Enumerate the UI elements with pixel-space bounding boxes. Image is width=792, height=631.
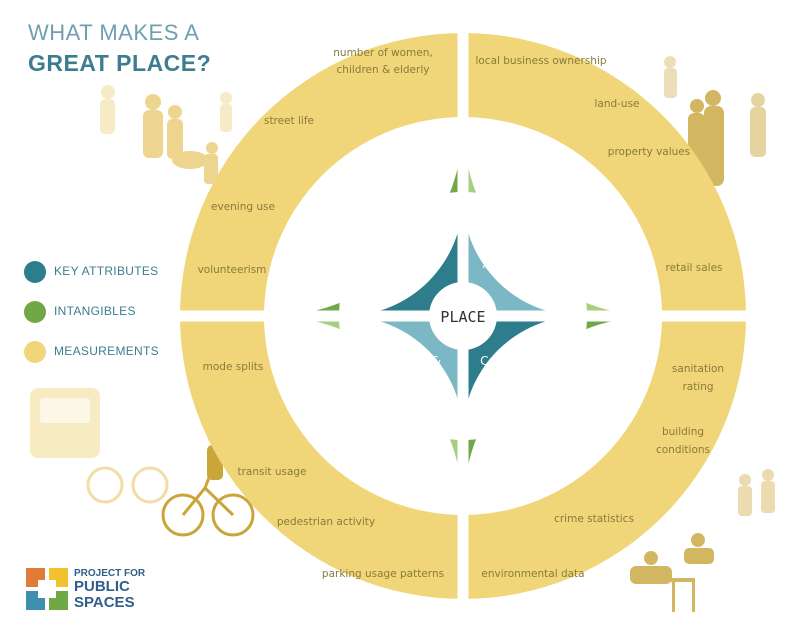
measurement-sociability-0-1: children & elderly bbox=[337, 64, 430, 76]
pps-logo-mark-icon bbox=[26, 568, 68, 610]
intangible-uses-activities-3: special bbox=[576, 229, 618, 243]
intangible-sociability-3: neighborly bbox=[296, 228, 360, 242]
key-attribute-label-sociability: Sociability bbox=[383, 251, 445, 265]
logo-text-line-2: PUBLIC bbox=[74, 578, 130, 595]
measurement-access-linkages-0-0: mode splits bbox=[203, 361, 264, 373]
legend-dot-intangibles bbox=[24, 301, 46, 323]
measurement-uses-activities-1-0: land-use bbox=[594, 98, 639, 110]
intangible-uses-activities-4: real bbox=[604, 263, 627, 277]
logo-text-line-3: SPACES bbox=[74, 594, 135, 611]
intangible-access-linkages-3: convenient bbox=[347, 455, 414, 469]
measurement-uses-activities-3-0: retail sales bbox=[665, 262, 722, 274]
intangible-sociability-1: stewardship bbox=[355, 154, 428, 168]
intangible-comfort-image-4: historic bbox=[481, 485, 525, 499]
intangible-access-linkages-4: accessible bbox=[383, 485, 445, 499]
legend-dot-measurements bbox=[24, 341, 46, 363]
logo-text-line-1: PROJECT FOR bbox=[74, 568, 146, 579]
people-sitting-icon bbox=[630, 469, 775, 612]
intangible-sociability-0: diverse bbox=[400, 128, 444, 142]
title-block: WHAT MAKES A GREAT PLACE? bbox=[28, 20, 211, 77]
intangible-access-linkages-1: connected bbox=[297, 387, 360, 401]
key-attribute-label-comfort-image-1: Comfort & bbox=[480, 354, 542, 368]
family-figures-icon bbox=[100, 85, 232, 184]
intangible-comfort-image-3: attractive bbox=[516, 455, 574, 469]
measurement-access-linkages-2-0: pedestrian activity bbox=[277, 516, 375, 528]
measurement-comfort-image-0-0: sanitation bbox=[672, 363, 724, 375]
intangible-uses-activities-0: active bbox=[482, 132, 518, 146]
measurement-sociability-2-0: evening use bbox=[211, 201, 275, 213]
measurement-access-linkages-1-0: transit usage bbox=[237, 466, 306, 478]
intangible-comfort-image-0: safe bbox=[605, 346, 630, 360]
center-circle bbox=[429, 282, 497, 350]
intangible-access-linkages-0: proximity bbox=[283, 347, 340, 361]
key-attribute-label-uses-activities-1: Uses & bbox=[492, 239, 534, 253]
measurement-comfort-image-3-0: environmental data bbox=[481, 568, 584, 580]
measurement-sociability-0-0: number of women, bbox=[333, 47, 432, 59]
title-line-2: GREAT PLACE? bbox=[28, 50, 212, 76]
measurement-comfort-image-2-0: crime statistics bbox=[554, 513, 634, 525]
key-attribute-uses-activities bbox=[463, 198, 581, 316]
legend-label-key-attributes: KEY ATTRIBUTES bbox=[54, 264, 159, 278]
intangible-access-linkages-2: walkable bbox=[324, 422, 377, 436]
center-label: PLACE bbox=[440, 308, 485, 326]
measurement-comfort-image-1-1: conditions bbox=[656, 444, 710, 456]
rings-group bbox=[178, 31, 748, 601]
measurement-comfort-image-0-1: rating bbox=[682, 381, 713, 393]
legend-label-measurements: MEASUREMENTS bbox=[54, 344, 159, 358]
measurement-sociability-3-0: volunteerism bbox=[198, 264, 267, 276]
pps-logo: PROJECT FOR PUBLIC SPACES bbox=[26, 568, 186, 618]
legend-label-intangibles: INTANGIBLES bbox=[54, 304, 136, 318]
bus-and-cyclist-icon bbox=[30, 388, 255, 537]
key-attribute-label-access-linkages-1: Access & bbox=[387, 354, 441, 368]
legend-dot-key-attributes bbox=[24, 261, 46, 283]
title-line-1: WHAT MAKES A bbox=[28, 20, 200, 45]
key-attribute-label-uses-activities-2: Activities bbox=[483, 257, 538, 271]
key-attribute-comfort-image bbox=[463, 316, 581, 434]
key-attribute-sociability bbox=[345, 198, 463, 316]
intangible-uses-activities-1: fun bbox=[535, 155, 554, 169]
intangible-sociability-2: cooperative bbox=[324, 186, 395, 200]
measurement-comfort-image-1-0: building bbox=[662, 426, 704, 438]
measurement-uses-activities-0-0: local business ownership bbox=[475, 55, 606, 67]
intangible-comfort-image-1: walkable bbox=[571, 386, 624, 400]
measurement-uses-activities-2-0: property values bbox=[608, 146, 690, 158]
measurement-sociability-1-0: street life bbox=[264, 115, 314, 127]
key-attribute-access-linkages bbox=[345, 316, 463, 434]
intangible-comfort-image-2: sittable bbox=[562, 421, 607, 435]
intangible-uses-activities-2: vital bbox=[565, 189, 591, 203]
key-attribute-label-comfort-image-2: Image bbox=[490, 373, 528, 387]
measurement-access-linkages-3-0: parking usage patterns bbox=[322, 568, 444, 580]
intangible-sociability-4: welcoming bbox=[288, 262, 353, 276]
key-attribute-label-access-linkages-2: Linkages bbox=[388, 373, 441, 387]
